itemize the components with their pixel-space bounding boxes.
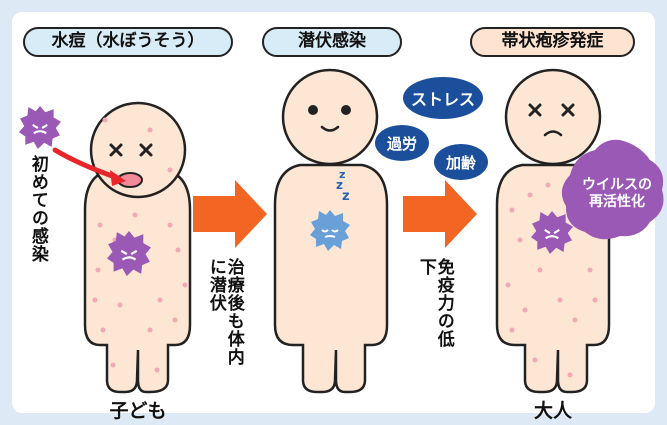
- sleeping-virus-icon: z z z: [310, 168, 350, 251]
- virus-icon: [531, 211, 573, 255]
- stage-latent-pill: 潜伏感染: [262, 27, 402, 57]
- virus-icon: [19, 106, 61, 150]
- latent-figure: [273, 68, 389, 394]
- arrow-right-icon: [403, 180, 477, 248]
- child-figure: [83, 101, 192, 394]
- aging-badge: 加齢: [445, 153, 476, 172]
- svg-text:z: z: [342, 189, 350, 204]
- arrow-right-icon: [193, 180, 267, 248]
- svg-text:z: z: [336, 178, 343, 192]
- reactivation-burst: [561, 139, 664, 240]
- stage-shingles-pill: 帯状疱疹発症: [470, 27, 635, 57]
- adult-rash: [505, 182, 598, 378]
- first-infection-note: 初めての感染: [27, 155, 48, 263]
- stage-chickenpox-pill: 水痘（水ぼうそう）: [23, 27, 233, 57]
- stress-badge: ストレス: [410, 90, 475, 109]
- after-treatment-note: 治療後も体内に潜伏: [205, 258, 244, 366]
- child-rash: [92, 117, 188, 373]
- overwork-badge: 過労: [386, 134, 417, 153]
- overwork-badge-shape: [375, 125, 429, 161]
- child-label: 子ども: [109, 400, 167, 422]
- adult-figure: [495, 68, 611, 394]
- virus-icon: [107, 231, 151, 277]
- immunity-drop-note: 免疫力の低下: [415, 258, 454, 348]
- reactivation-label: ウイルスの再活性化: [582, 176, 652, 211]
- adult-label: 大人: [533, 400, 572, 422]
- infection-arrowhead: [110, 170, 126, 186]
- aging-badge-shape: [434, 144, 488, 180]
- stress-badge-shape: [403, 77, 483, 119]
- svg-text:z: z: [339, 168, 345, 181]
